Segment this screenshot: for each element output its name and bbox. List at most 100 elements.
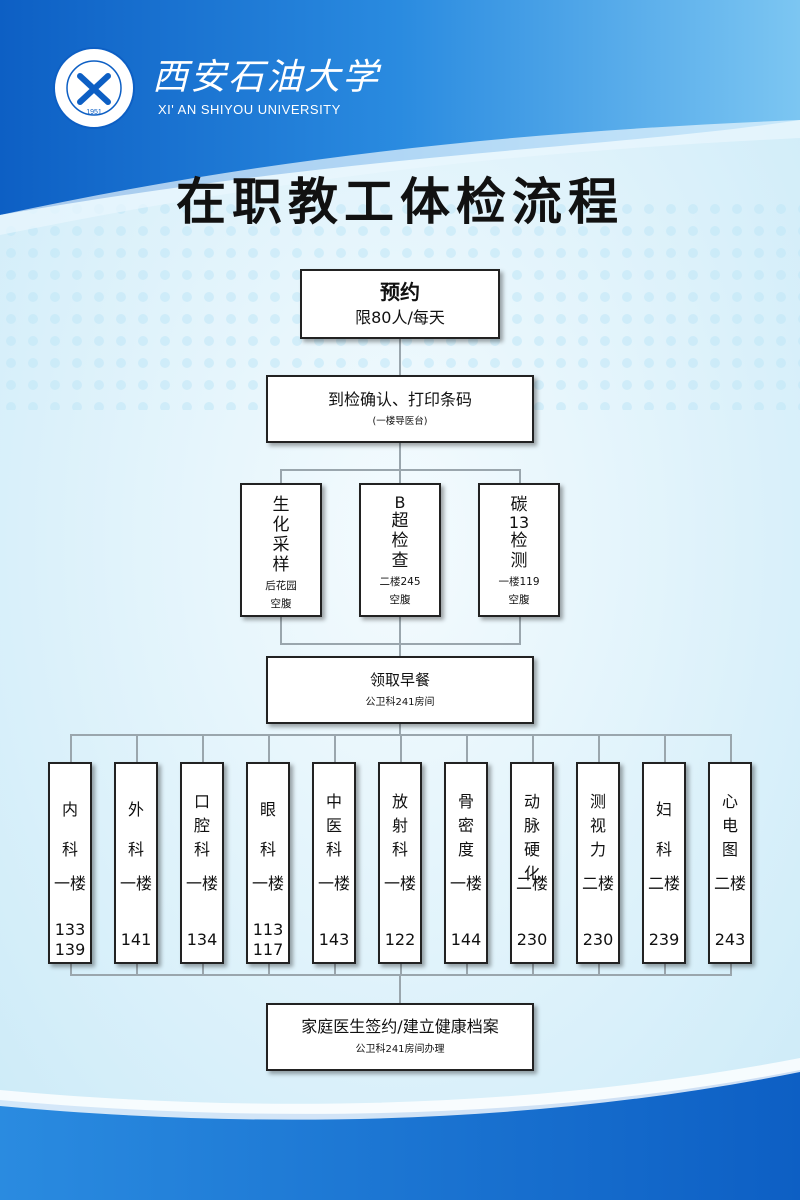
fasting-check-box: 生 化 采 样 后花园 空腹 <box>240 483 322 617</box>
department-floor: 二楼 <box>581 874 614 893</box>
department-name-char: 科 <box>325 840 342 859</box>
fasting-check-location: 后花园 <box>265 580 297 592</box>
department-name-char: 外 <box>127 800 144 819</box>
family-doctor-title: 家庭医生签约/建立健康档案 <box>301 1017 499 1036</box>
department-name-char: 科 <box>259 840 276 859</box>
fasting-check-char: 化 <box>272 515 290 535</box>
connector-line <box>70 734 72 762</box>
fasting-check-char: 13 <box>508 513 530 532</box>
connector-line <box>400 734 402 762</box>
checkin-box: 到检确认、打印条码 (一楼导医台) <box>266 375 534 443</box>
connector-line <box>280 469 282 483</box>
appointment-box: 预约 限80人/每天 <box>300 269 500 339</box>
department-name-char: 骨 <box>457 792 474 811</box>
connector-line <box>519 469 521 483</box>
fasting-check-note: 空腹 <box>508 594 530 606</box>
connector-line <box>400 964 402 974</box>
fasting-check-char: 查 <box>391 551 409 571</box>
connector-line <box>70 964 72 974</box>
department-name-char: 电 <box>721 816 738 835</box>
connector-line <box>399 469 401 483</box>
family-doctor-note: 公卫科241房间办理 <box>355 1044 445 1055</box>
connector-line <box>334 734 336 762</box>
connector-line <box>730 964 732 974</box>
breakfast-note: 公卫科241房间 <box>365 697 435 708</box>
page-title: 在职教工体检流程 <box>176 172 624 231</box>
department-name-char: 视 <box>589 816 606 835</box>
department-floor: 二楼 <box>647 874 680 893</box>
connector-line <box>466 734 468 762</box>
department-name-char: 科 <box>391 840 408 859</box>
department-floor: 一楼 <box>53 874 86 893</box>
connector-line <box>268 734 270 762</box>
department-room: 243 <box>714 930 746 949</box>
fasting-check-note: 空腹 <box>389 594 411 606</box>
department-room: 133 <box>54 920 86 939</box>
department-room: 117 <box>252 940 284 959</box>
department-name-char: 妇 <box>655 800 672 819</box>
department-room: 139 <box>54 940 86 959</box>
department-name-char: 硬 <box>523 840 540 859</box>
department-floor: 一楼 <box>119 874 152 893</box>
department-floor: 一楼 <box>251 874 284 893</box>
department-room: 230 <box>582 930 614 949</box>
department-room: 141 <box>120 930 152 949</box>
connector-line <box>399 974 401 1003</box>
connector-line <box>532 964 534 974</box>
department-name-char: 科 <box>127 840 144 859</box>
fasting-check-char: 测 <box>510 551 528 571</box>
breakfast-box: 领取早餐 公卫科241房间 <box>266 656 534 724</box>
fasting-check-char: 检 <box>510 531 528 551</box>
connector-line <box>664 734 666 762</box>
department-name-char: 力 <box>589 840 606 859</box>
connector-line <box>730 734 732 762</box>
connector-line <box>664 964 666 974</box>
department-name-char: 图 <box>721 840 738 859</box>
department-name-char: 科 <box>655 840 672 859</box>
department-room: 134 <box>186 930 218 949</box>
department-room: 113 <box>252 920 284 939</box>
connector-line <box>268 964 270 974</box>
department-name-char: 放 <box>391 792 408 811</box>
connector-line <box>136 734 138 762</box>
fasting-check-note: 空腹 <box>270 598 292 610</box>
fasting-check-box: B 超 检 查 二楼245 空腹 <box>359 483 441 617</box>
connector-line <box>399 617 401 643</box>
fasting-check-char: 采 <box>272 535 290 555</box>
connector-line <box>202 734 204 762</box>
appointment-note: 限80人/每天 <box>355 308 445 327</box>
fasting-check-char: 检 <box>391 531 409 551</box>
fasting-check-char: 碳 <box>510 495 528 515</box>
department-room: 239 <box>648 930 680 949</box>
fasting-check-char: 样 <box>272 555 290 575</box>
department-floor: 一楼 <box>317 874 350 893</box>
university-logo: 1951 <box>53 47 135 129</box>
department-name-char: 内 <box>61 800 78 819</box>
university-name-en: XI' AN SHIYOU UNIVERSITY <box>158 102 341 117</box>
department-name-char: 密 <box>457 816 474 835</box>
fasting-check-location: 一楼119 <box>498 576 540 588</box>
connector-line <box>334 964 336 974</box>
connector-line <box>136 964 138 974</box>
department-name-char: 化 <box>523 864 540 883</box>
fasting-check-char: 超 <box>391 511 409 531</box>
department-name-char: 测 <box>589 792 606 811</box>
connector-line <box>202 964 204 974</box>
department-room: 143 <box>318 930 350 949</box>
fasting-check-box: 碳 13 检 测 一楼119 空腹 <box>478 483 560 617</box>
department-name-char: 心 <box>721 792 738 811</box>
appointment-title: 预约 <box>380 280 420 304</box>
department-name-char: 度 <box>457 840 474 859</box>
department-name-char: 眼 <box>259 800 276 819</box>
connector-line <box>399 443 401 469</box>
connector-line <box>399 339 401 375</box>
department-box: 外科一楼 141 <box>114 762 158 964</box>
department-floor: 二楼 <box>515 874 548 893</box>
connector-line <box>399 724 401 734</box>
